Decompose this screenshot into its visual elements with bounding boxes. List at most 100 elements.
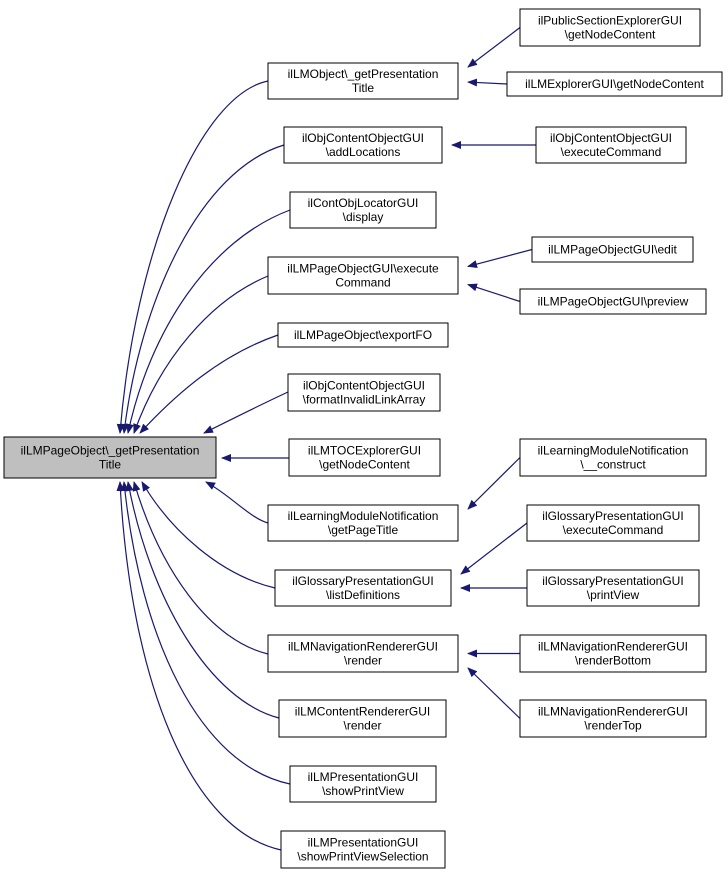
node-label-line: ilLMTOCExplorerGUI — [308, 444, 421, 458]
node-box — [526, 569, 700, 607]
node-m1[interactable]: ilPublicSectionExplorerGUI\getNodeConten… — [519, 8, 701, 47]
node-label-line: \listDefinitions — [326, 588, 400, 602]
node-box — [280, 830, 446, 869]
node-m5[interactable]: ilLMPageObjectGUI\preview — [519, 288, 707, 315]
node-box — [3, 436, 217, 479]
node-box — [519, 288, 707, 315]
edge-n6-to-root — [203, 391, 289, 434]
node-label-line: \addLocations — [326, 145, 401, 159]
node-n11[interactable]: ilLMContentRendererGUI\render — [278, 699, 447, 738]
node-box — [506, 71, 723, 97]
edge-m10-to-n10 — [467, 667, 521, 719]
edge-m2-to-n1 — [467, 78, 508, 87]
node-n7[interactable]: ilLMTOCExplorerGUI\getNodeContent — [288, 438, 441, 477]
node-label-line: Title — [99, 458, 122, 472]
node-m8[interactable]: ilGlossaryPresentationGUI\printView — [526, 569, 700, 607]
node-label-line: ilContObjLocatorGUI — [308, 196, 419, 210]
node-label-line: \executeCommand — [561, 145, 662, 159]
node-n13[interactable]: ilLMPresentationGUI\showPrintViewSelecti… — [280, 830, 446, 869]
node-label-line: \display — [343, 210, 384, 224]
edge-n11-to-root — [125, 481, 280, 719]
node-box — [519, 438, 707, 477]
edge-m5-to-n4 — [467, 283, 521, 303]
edge-n2-to-root — [121, 144, 285, 434]
node-label-line: ilLMPageObjectGUI\execute — [287, 262, 439, 276]
edge-n10-to-root — [132, 481, 269, 655]
edge-n4-to-root — [133, 275, 269, 434]
node-box — [519, 8, 701, 47]
node-box — [519, 634, 707, 673]
node-m4[interactable]: ilLMPageObjectGUI\edit — [531, 236, 694, 263]
node-m6[interactable]: ilLearningModuleNotification\__construct — [519, 438, 707, 477]
edge-m7-to-n9 — [460, 522, 528, 575]
node-label-line: ilLearningModuleNotification — [288, 509, 439, 523]
node-label-line: \showPrintViewSelection — [297, 850, 428, 864]
node-label-line: ilLMObject\_getPresentation — [288, 67, 439, 81]
node-label-line: \getPageTitle — [328, 523, 399, 537]
node-box — [535, 126, 687, 164]
node-label-line: ilObjContentObjectGUI — [303, 379, 425, 393]
node-label-line: ilLMPresentationGUI — [308, 836, 419, 850]
node-m3[interactable]: ilObjContentObjectGUI\executeCommand — [535, 126, 687, 164]
node-label-line: \getNodeContent — [565, 28, 656, 42]
node-n12[interactable]: ilLMPresentationGUI\showPrintView — [289, 765, 437, 803]
node-box — [289, 765, 437, 803]
node-box — [278, 699, 447, 738]
node-label-line: \executeCommand — [563, 523, 664, 537]
node-box — [277, 322, 449, 348]
node-box — [267, 256, 459, 295]
node-label-line: \renderTop — [584, 719, 642, 733]
node-label-line: \printView — [587, 588, 640, 602]
node-n3[interactable]: ilContObjLocatorGUI\display — [289, 191, 437, 229]
edge-n8-to-root — [205, 481, 269, 524]
node-label-line: \render — [343, 719, 381, 733]
node-label-line: \showPrintView — [322, 784, 404, 798]
node-box — [526, 504, 700, 542]
edges — [116, 27, 536, 851]
node-label-line: \__construct — [580, 458, 646, 472]
node-label-line: ilLearningModuleNotification — [538, 444, 689, 458]
node-box — [267, 62, 459, 100]
edge-n13-to-root — [116, 481, 282, 851]
node-n2[interactable]: ilObjContentObjectGUI\addLocations — [283, 126, 443, 164]
node-label-line: ilGlossaryPresentationGUI — [292, 574, 433, 588]
node-label-line: ilLMPageObjectGUI\edit — [548, 243, 677, 257]
node-label-line: ilObjContentObjectGUI — [550, 131, 672, 145]
node-label-line: Title — [352, 81, 375, 95]
node-label-line: ilObjContentObjectGUI — [302, 131, 424, 145]
edge-n5-to-root — [139, 334, 279, 434]
node-m9[interactable]: ilLMNavigationRendererGUI\renderBottom — [519, 634, 707, 673]
node-box — [288, 438, 441, 477]
node-label-line: ilLMPageObject\_getPresentation — [21, 444, 200, 458]
node-m7[interactable]: ilGlossaryPresentationGUI\executeCommand — [526, 504, 700, 542]
edge-m4-to-n4 — [467, 248, 533, 268]
node-box — [283, 126, 443, 164]
node-box — [287, 373, 441, 412]
node-label-line: ilGlossaryPresentationGUI — [542, 574, 683, 588]
node-n5[interactable]: ilLMPageObject\exportFO — [277, 322, 449, 348]
node-n9[interactable]: ilGlossaryPresentationGUI\listDefinition… — [274, 569, 452, 607]
node-box — [267, 504, 459, 542]
node-label-line: ilLMNavigationRendererGUI — [288, 640, 438, 654]
node-label-line: \render — [344, 654, 382, 668]
nodes: ilLMPageObject\_getPresentationTitleilLM… — [3, 8, 723, 869]
node-n8[interactable]: ilLearningModuleNotification\getPageTitl… — [267, 504, 459, 542]
node-n6[interactable]: ilObjContentObjectGUI\formatInvalidLinkA… — [287, 373, 441, 412]
node-label-line: ilLMContentRendererGUI — [295, 705, 430, 719]
node-n4[interactable]: ilLMPageObjectGUI\executeCommand — [267, 256, 459, 295]
node-label-line: ilLMExplorerGUI\getNodeContent — [525, 77, 704, 91]
node-label-line: ilGlossaryPresentationGUI — [542, 509, 683, 523]
node-label-line: ilPublicSectionExplorerGUI — [538, 14, 682, 28]
node-label-line: ilLMPageObjectGUI\preview — [538, 295, 689, 309]
edge-m1-to-n1 — [467, 27, 521, 68]
node-m2[interactable]: ilLMExplorerGUI\getNodeContent — [506, 71, 723, 97]
node-box — [519, 699, 707, 738]
node-label-line: \formatInvalidLinkArray — [303, 393, 426, 407]
node-box — [267, 634, 459, 673]
node-n10[interactable]: ilLMNavigationRendererGUI\render — [267, 634, 459, 673]
node-label-line: Command — [335, 276, 390, 290]
node-m10[interactable]: ilLMNavigationRendererGUI\renderTop — [519, 699, 707, 738]
